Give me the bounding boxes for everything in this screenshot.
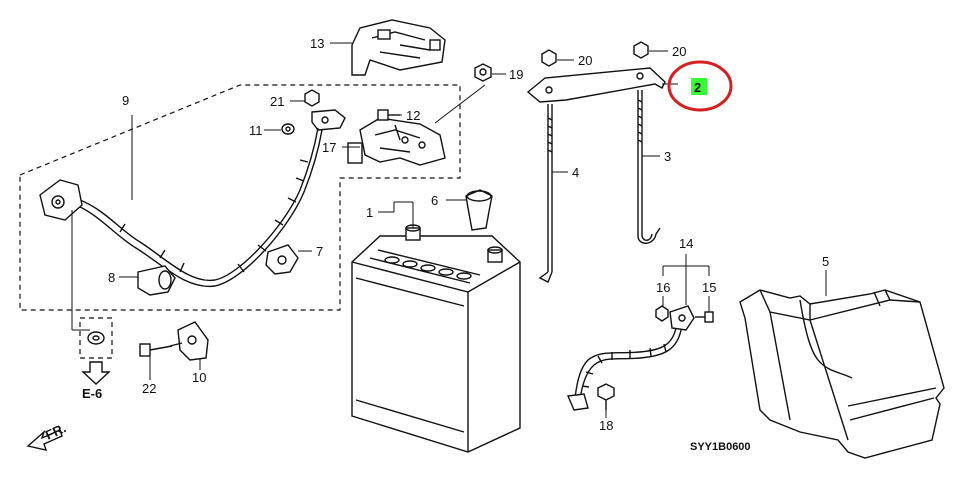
part-2-highlight-circle <box>667 60 733 112</box>
label-10: 10 <box>192 370 206 385</box>
cable-group-outline <box>19 84 461 311</box>
label-7: 7 <box>316 244 323 259</box>
reference-e6: E-6 <box>82 386 102 401</box>
label-20-right: 20 <box>672 44 686 59</box>
label-12: 12 <box>406 108 420 123</box>
label-6: 6 <box>431 193 438 208</box>
part-22-bolt <box>139 343 173 357</box>
part-8-terminal-cover <box>137 265 176 296</box>
grommet <box>87 331 105 345</box>
front-label: FR. <box>43 420 68 442</box>
label-17: 17 <box>322 140 336 155</box>
part-3-battery-rod <box>637 90 661 244</box>
part-10-ground-terminal <box>169 321 209 361</box>
part-21-nut <box>304 89 320 107</box>
label-15: 15 <box>702 280 716 295</box>
part-17-terminal-block <box>347 117 446 166</box>
part-20-nut-right <box>633 41 649 59</box>
label-5: 5 <box>822 254 829 269</box>
part-19-nut <box>474 63 492 82</box>
label-16: 16 <box>656 280 670 295</box>
label-20-left: 20 <box>578 53 592 68</box>
diagram-code: SYY1B0600 <box>690 441 751 453</box>
label-14: 14 <box>679 236 693 251</box>
label-8: 8 <box>108 270 115 285</box>
part-2-battery-setting-plate <box>526 67 666 103</box>
part-13-fuse-box <box>351 19 446 76</box>
label-4: 4 <box>572 165 579 180</box>
part-1-battery <box>351 224 521 453</box>
front-arrow-icon <box>26 429 63 451</box>
label-19: 19 <box>509 67 523 82</box>
part-18-bolt <box>597 383 615 410</box>
part-16-nut <box>655 305 669 322</box>
reference-arrow <box>81 361 111 385</box>
label-2: 2 <box>694 80 701 95</box>
part-7-terminal-cover <box>265 244 299 275</box>
label-9: 9 <box>122 93 129 108</box>
part-6-terminal-cap <box>465 189 493 231</box>
part-5-battery-box <box>739 289 945 459</box>
part-4-battery-rod <box>538 104 553 283</box>
part-9-positive-cable <box>39 109 346 288</box>
part-14-negative-cable <box>566 305 695 411</box>
part-15-bolt <box>695 311 714 323</box>
label-18: 18 <box>599 418 613 433</box>
label-21: 21 <box>270 94 284 109</box>
part-2-highlight-box <box>691 78 707 95</box>
part-11-washer <box>281 123 295 135</box>
label-13: 13 <box>310 36 324 51</box>
label-11: 11 <box>249 123 263 138</box>
label-22: 22 <box>142 381 156 396</box>
part-20-nut-left <box>541 49 557 67</box>
label-1: 1 <box>366 205 373 220</box>
label-3: 3 <box>664 149 671 164</box>
